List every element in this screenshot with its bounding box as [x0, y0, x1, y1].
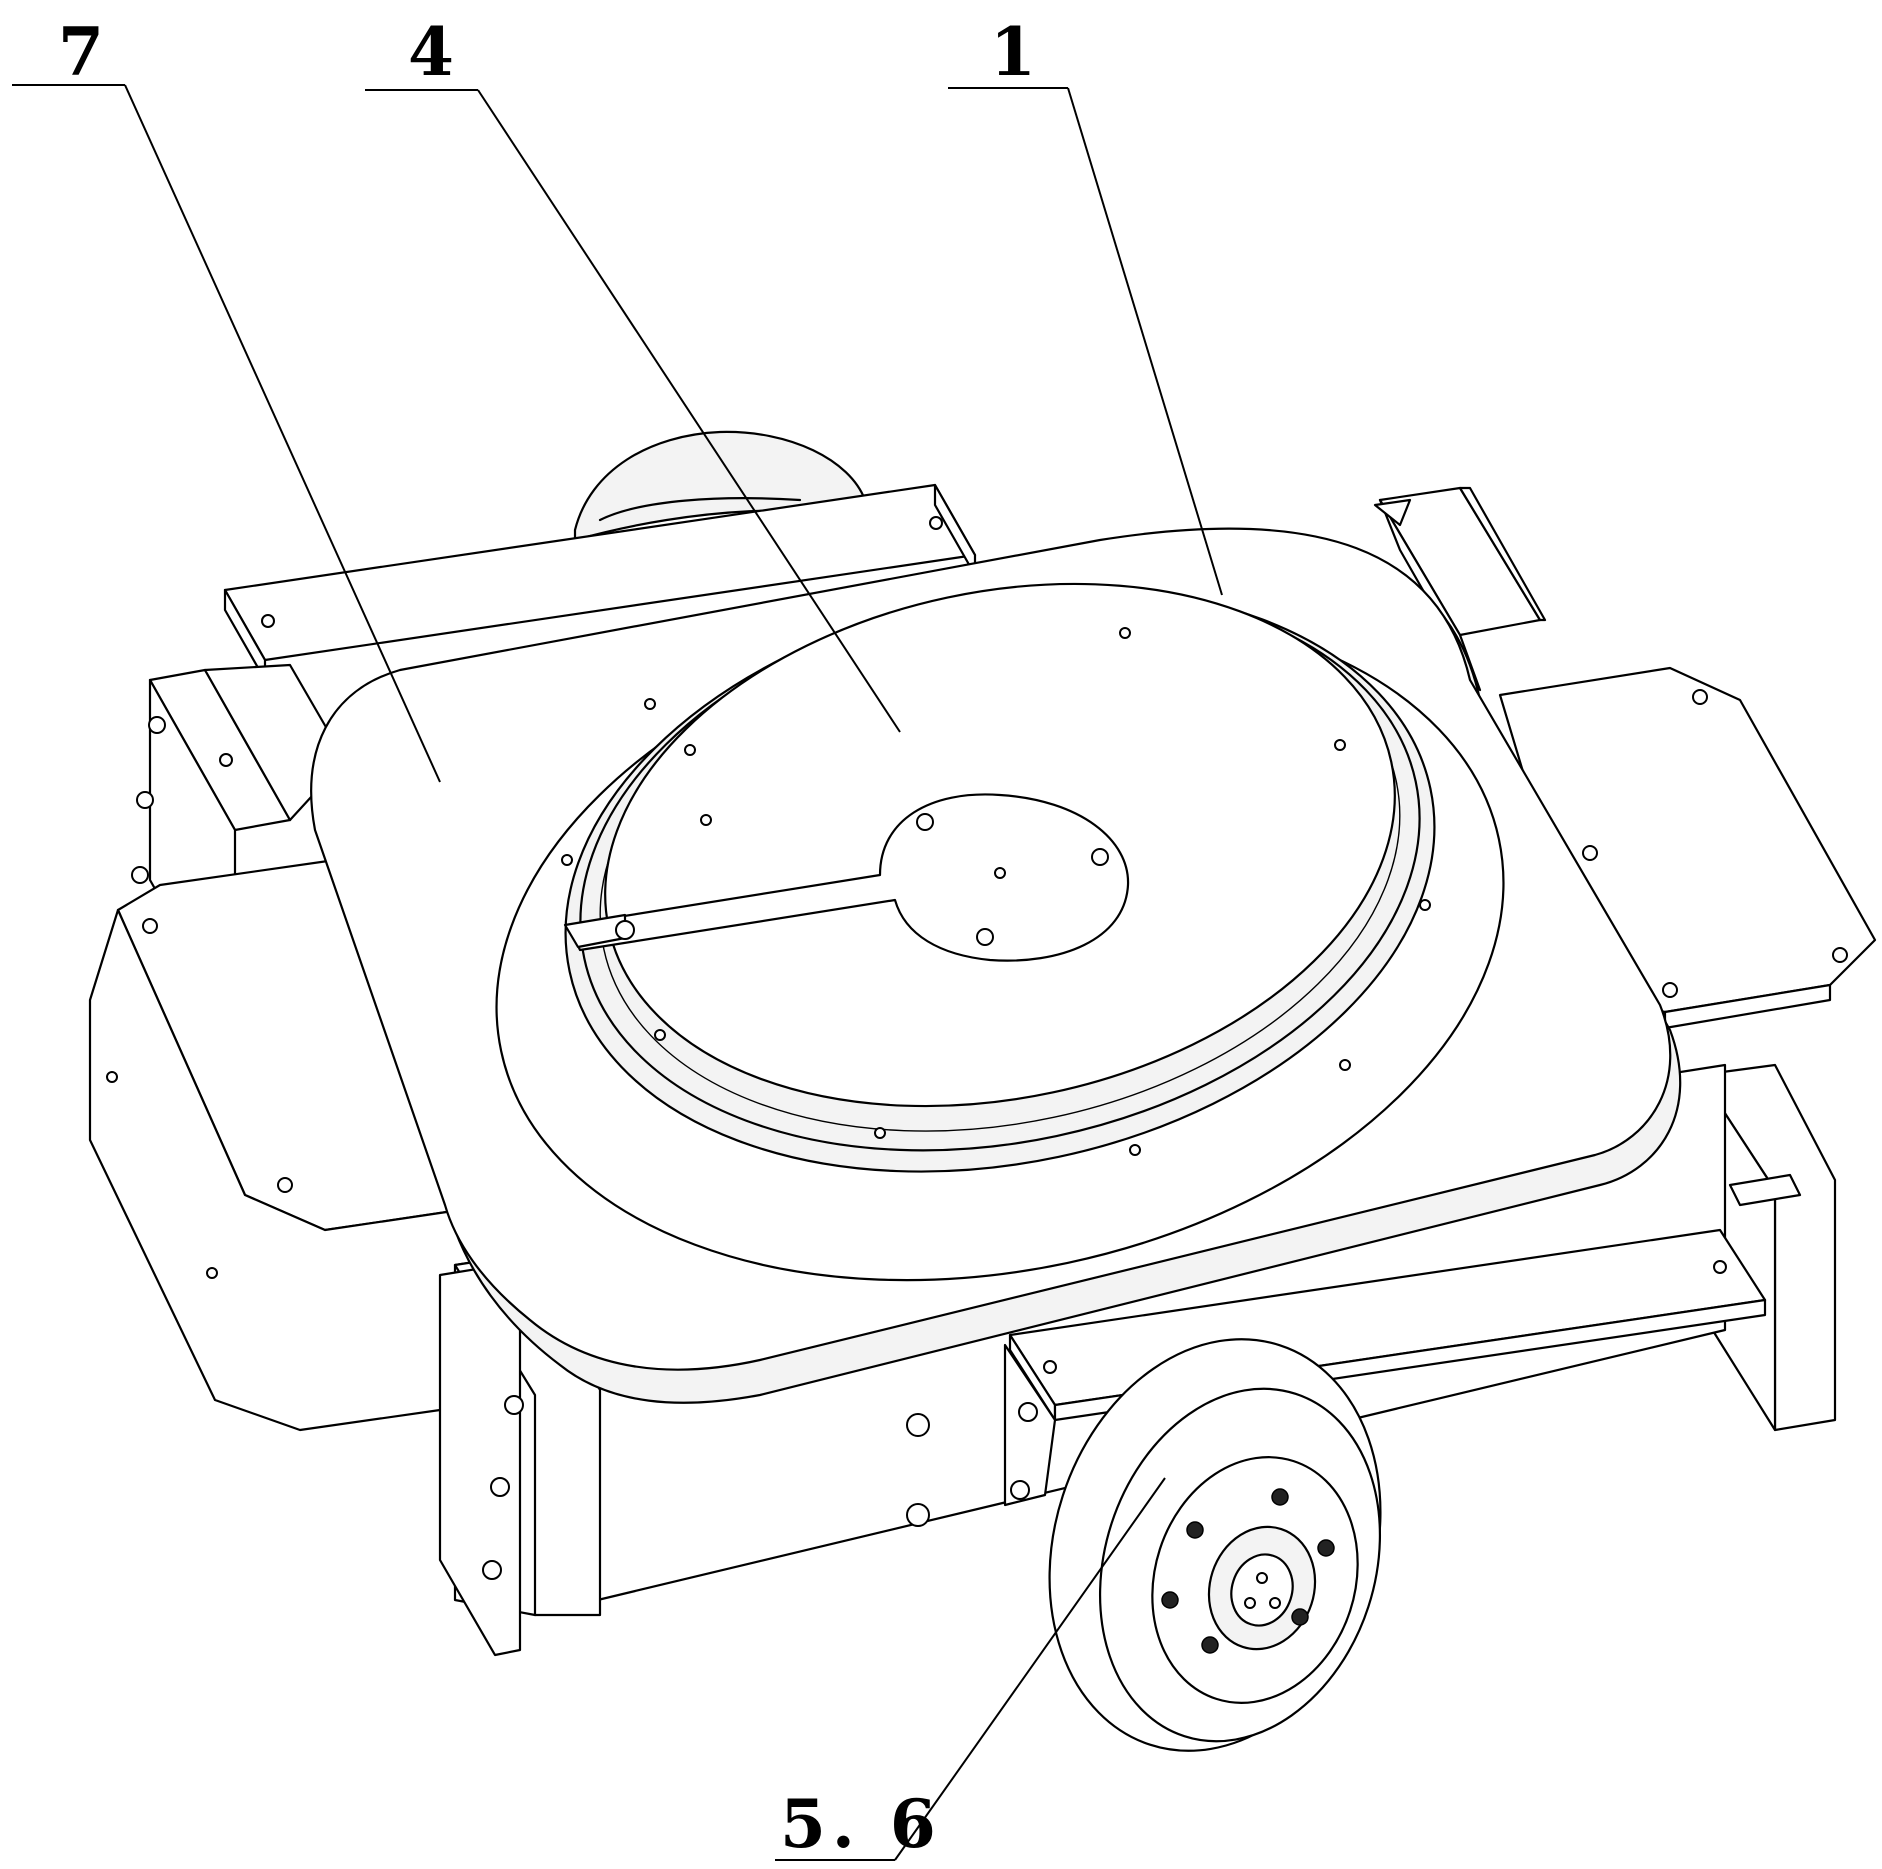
center-hub — [563, 793, 1130, 962]
callout-5-6: 5. 6 — [780, 1785, 942, 1863]
leader-line-5-6 — [894, 1477, 1166, 1861]
rear-bracket-plate — [223, 483, 977, 682]
leader-line-7 — [124, 84, 441, 783]
front-drive-wheel — [1048, 1338, 1382, 1752]
callout-4: 4 — [408, 13, 460, 91]
leader-line-4 — [477, 89, 901, 733]
leader-line-1 — [1067, 87, 1223, 596]
callout-1: 1 — [990, 13, 1042, 91]
leader-lines — [12, 84, 1223, 1861]
rear-wheel — [573, 430, 867, 542]
callout-7: 7 — [58, 13, 110, 91]
